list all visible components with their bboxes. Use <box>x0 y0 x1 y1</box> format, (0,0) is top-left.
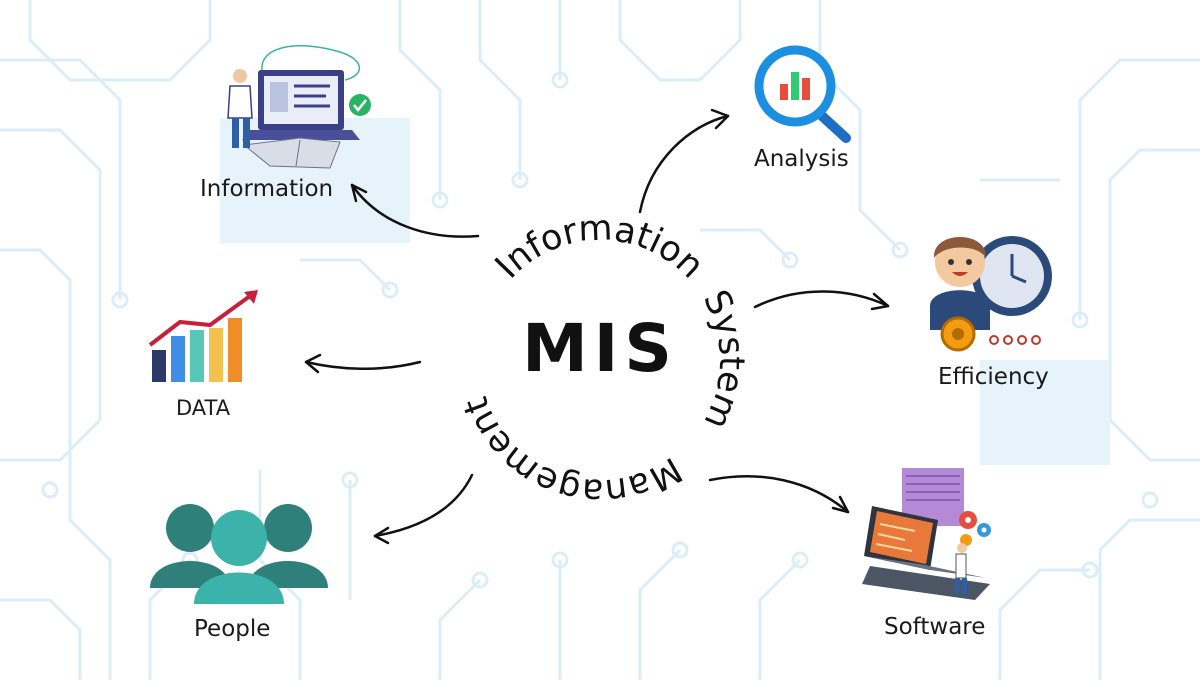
arrow-to-information <box>350 183 480 238</box>
arrows <box>304 108 890 545</box>
arrow-to-software <box>708 475 850 514</box>
ring-word-management: Management <box>456 392 688 512</box>
arrow-to-people <box>373 473 474 538</box>
circuit-pads <box>41 71 1159 589</box>
magnifier-chart-icon <box>754 45 851 143</box>
arrow-to-data <box>304 360 422 371</box>
node-label-software: Software <box>884 614 986 640</box>
people-group-icon <box>150 504 328 604</box>
arrow-to-analysis <box>638 114 730 214</box>
arrow-to-efficiency <box>753 290 890 309</box>
laptop-code-icon <box>862 468 991 600</box>
bar-chart-icon <box>148 290 258 382</box>
node-label-information: Information <box>200 176 334 202</box>
ring-word-information: Information <box>488 208 711 286</box>
node-label-people: People <box>194 616 271 642</box>
node-label-efficiency: Efficiency <box>938 364 1049 390</box>
person-clock-gear-icon <box>930 236 1052 352</box>
node-label-analysis: Analysis <box>754 146 849 172</box>
laptop-person-icon <box>227 45 371 169</box>
circuit-panel-right <box>980 360 1110 465</box>
node-label-data: DATA <box>176 396 231 420</box>
center-title: MIS <box>522 310 678 387</box>
